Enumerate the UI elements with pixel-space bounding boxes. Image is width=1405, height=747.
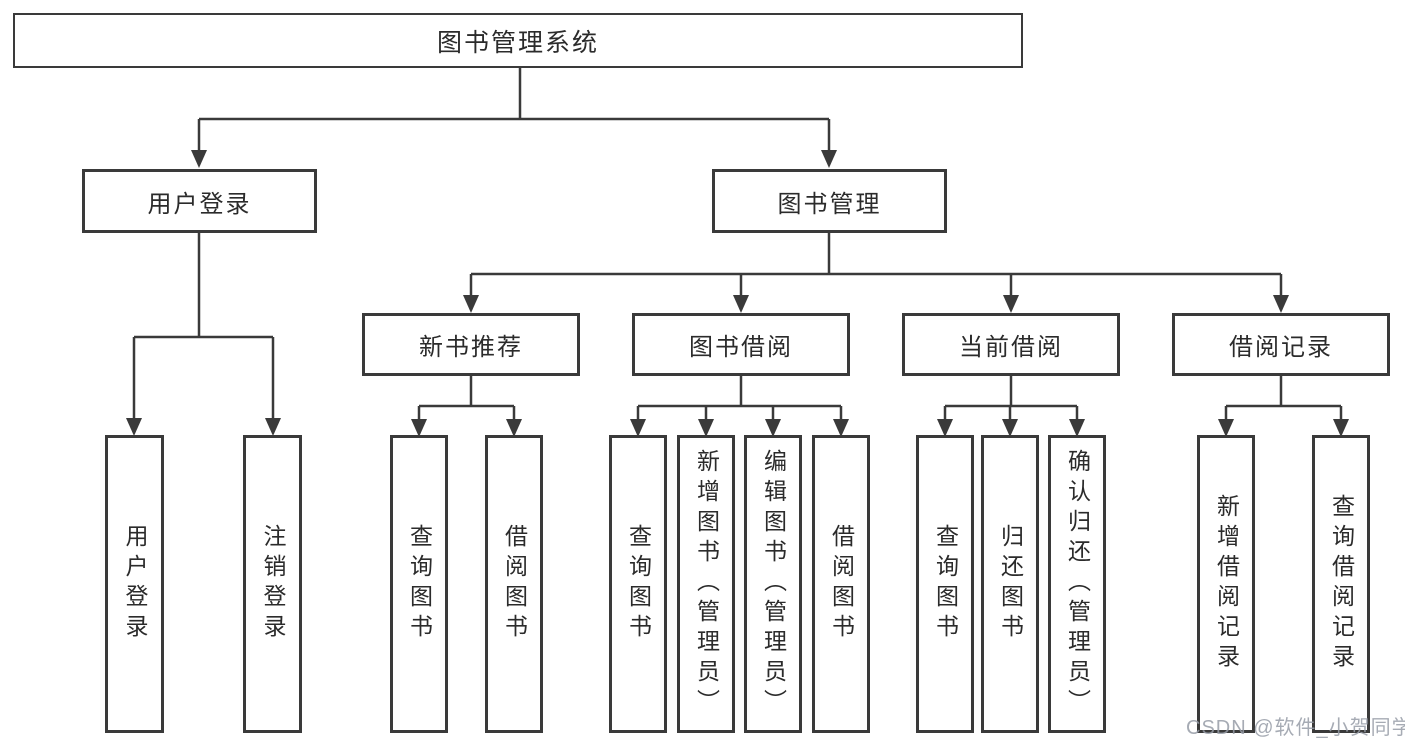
- node-new-book-recommendation: 新书推荐: [362, 313, 580, 376]
- node-borrowing-records: 借阅记录: [1172, 313, 1390, 376]
- csdn-watermark: CSDN @软件_小贺同学: [1186, 717, 1405, 739]
- node-book-management: 图书管理: [712, 169, 947, 233]
- leaf-user-login: 用户登录: [105, 435, 164, 733]
- leaf-add-book-admin: 新增图书（管理员）: [677, 435, 735, 733]
- node-current-borrowing: 当前借阅: [902, 313, 1120, 376]
- leaf-query-books-recommend: 查询图书: [390, 435, 448, 733]
- arrowheads: [126, 150, 1349, 437]
- leaf-borrow-books-recommend: 借阅图书: [485, 435, 543, 733]
- leaf-add-borrow-record: 新增借阅记录: [1197, 435, 1255, 733]
- leaf-confirm-return-admin: 确认归还（管理员）: [1048, 435, 1106, 733]
- leaf-query-books-borrowing: 查询图书: [609, 435, 667, 733]
- node-root-system: 图书管理系统: [13, 13, 1023, 68]
- leaf-edit-book-admin: 编辑图书（管理员）: [744, 435, 802, 733]
- node-user-login: 用户登录: [82, 169, 317, 233]
- leaf-query-books-current: 查询图书: [916, 435, 974, 733]
- leaf-return-book: 归还图书: [981, 435, 1039, 733]
- node-book-borrowing: 图书借阅: [632, 313, 850, 376]
- leaf-borrow-books: 借阅图书: [812, 435, 870, 733]
- leaf-logout: 注销登录: [243, 435, 302, 733]
- leaf-query-borrow-record: 查询借阅记录: [1312, 435, 1370, 733]
